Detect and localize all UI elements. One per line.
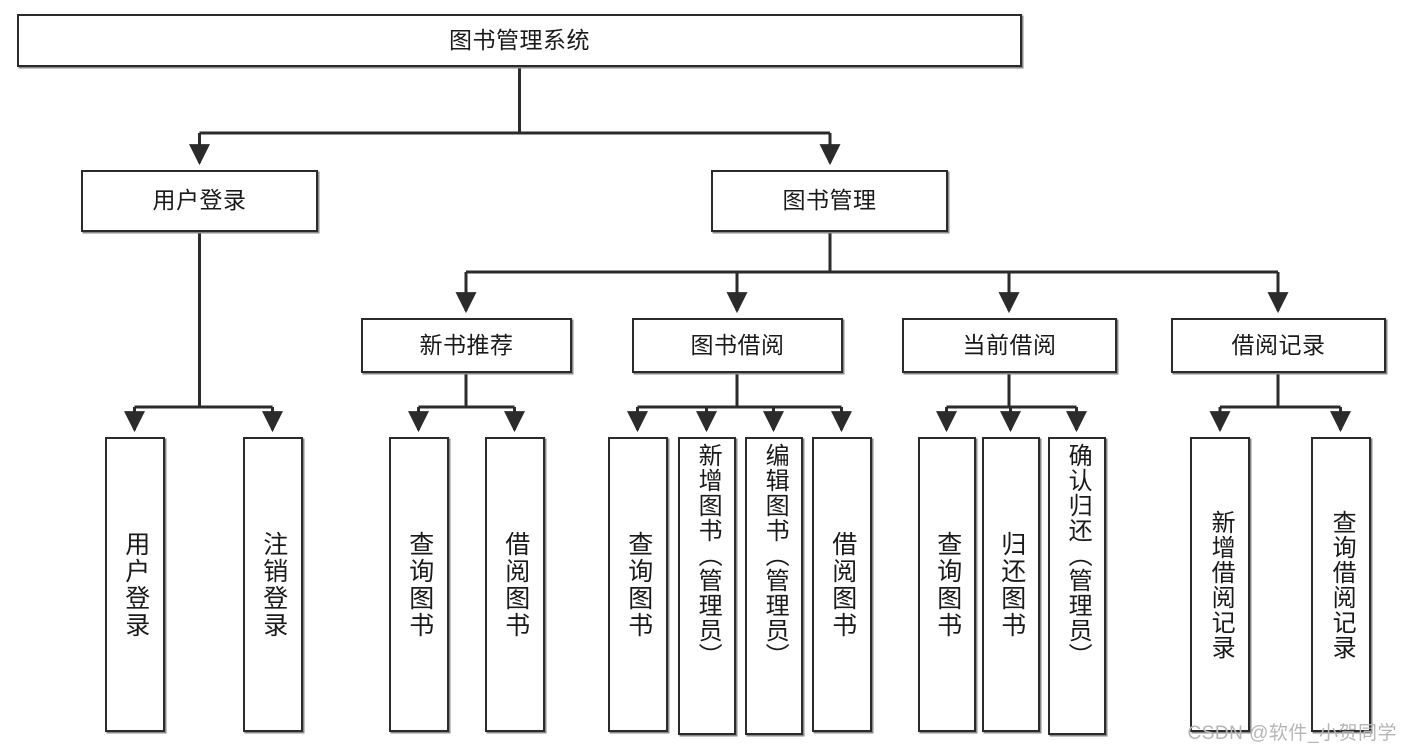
node-leaf-user-logout[interactable]: 注销登录 — [243, 437, 303, 732]
node-leaf-borrow-book-2[interactable]: 借阅图书 — [812, 437, 872, 732]
node-leaf-add-record-label: 新增借阅记录 — [1207, 509, 1235, 660]
node-leaf-user-login-label: 用户登录 — [121, 530, 150, 639]
node-leaf-query-book-2[interactable]: 查询图书 — [608, 437, 668, 732]
node-book-borrow-label: 图书借阅 — [690, 331, 785, 358]
node-leaf-query-book-3-label: 查询图书 — [933, 530, 962, 639]
node-book-borrow[interactable]: 图书借阅 — [632, 318, 843, 373]
node-user-login[interactable]: 用户登录 — [81, 170, 318, 232]
node-current-borrow-label: 当前借阅 — [962, 331, 1057, 358]
node-leaf-edit-book-label: 编辑图书（管理员） — [761, 443, 789, 668]
node-leaf-query-record[interactable]: 查询借阅记录 — [1311, 437, 1371, 732]
node-leaf-add-book-label: 新增图书（管理员） — [694, 443, 722, 668]
node-current-borrow[interactable]: 当前借阅 — [902, 318, 1117, 373]
node-leaf-query-book-1-label: 查询图书 — [405, 530, 434, 639]
node-leaf-add-book[interactable]: 新增图书（管理员） — [678, 437, 736, 735]
node-leaf-add-record[interactable]: 新增借阅记录 — [1190, 437, 1250, 732]
node-leaf-query-book-2-label: 查询图书 — [624, 530, 653, 639]
node-leaf-borrow-book-2-label: 借阅图书 — [828, 530, 857, 639]
node-leaf-return-book[interactable]: 归还图书 — [982, 437, 1040, 732]
node-book-manage-label: 图书管理 — [782, 187, 877, 214]
node-leaf-confirm-return-label: 确认归还（管理员） — [1064, 443, 1092, 668]
node-leaf-query-book-1[interactable]: 查询图书 — [389, 437, 449, 732]
node-book-manage[interactable]: 图书管理 — [711, 170, 948, 232]
node-root-label: 图书管理系统 — [449, 26, 590, 53]
node-new-book-rec[interactable]: 新书推荐 — [361, 318, 572, 373]
node-root[interactable]: 图书管理系统 — [17, 14, 1022, 67]
node-borrow-record[interactable]: 借阅记录 — [1171, 318, 1386, 373]
node-leaf-edit-book[interactable]: 编辑图书（管理员） — [745, 437, 803, 735]
node-leaf-return-book-label: 归还图书 — [997, 530, 1026, 639]
node-user-login-label: 用户登录 — [152, 187, 247, 214]
node-leaf-query-record-label: 查询借阅记录 — [1328, 509, 1356, 660]
node-leaf-confirm-return[interactable]: 确认归还（管理员） — [1048, 437, 1106, 735]
node-leaf-user-logout-label: 注销登录 — [259, 530, 288, 639]
node-borrow-record-label: 借阅记录 — [1231, 331, 1326, 358]
node-new-book-rec-label: 新书推荐 — [419, 331, 514, 358]
node-leaf-user-login[interactable]: 用户登录 — [105, 437, 165, 732]
node-leaf-borrow-book-1[interactable]: 借阅图书 — [485, 437, 545, 732]
node-leaf-query-book-3[interactable]: 查询图书 — [918, 437, 976, 732]
node-leaf-borrow-book-1-label: 借阅图书 — [501, 530, 530, 639]
